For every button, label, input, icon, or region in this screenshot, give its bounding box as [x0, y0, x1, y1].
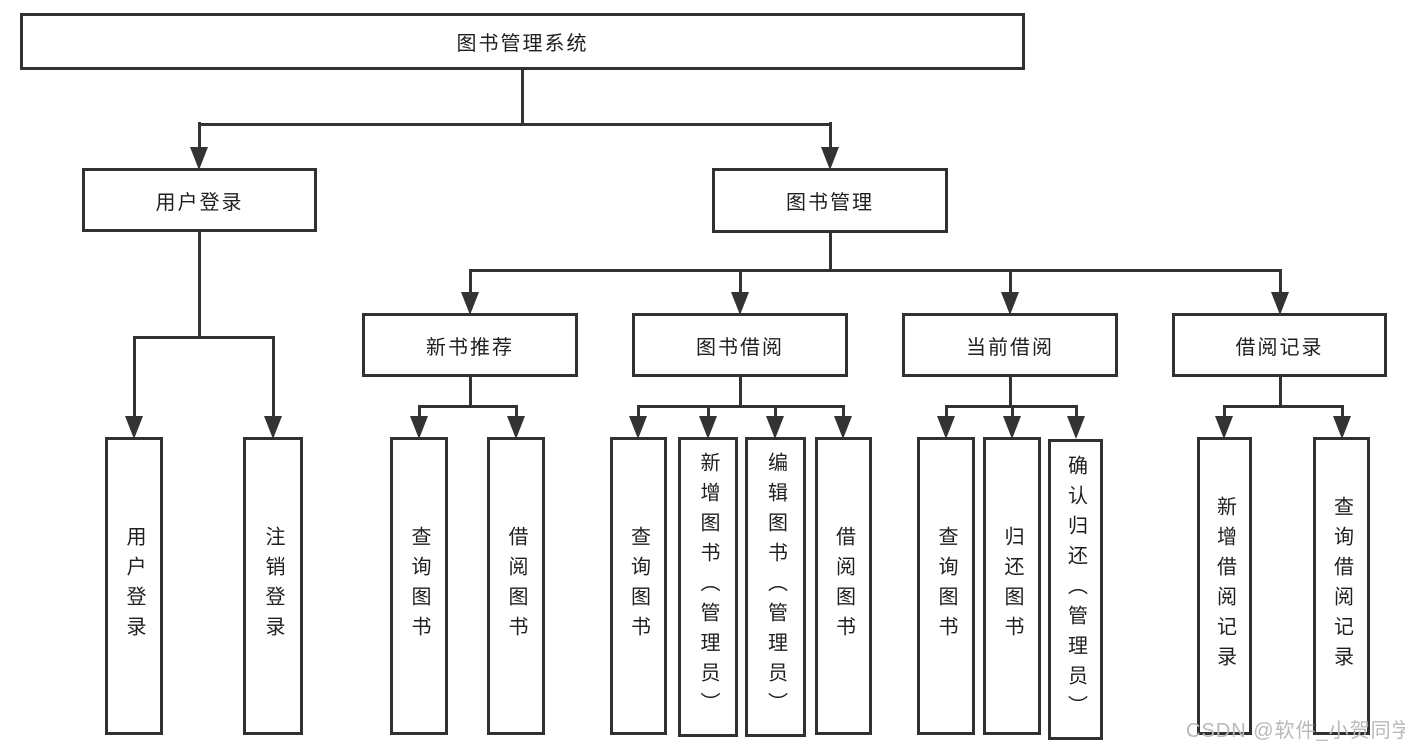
- connector-line: [738, 269, 742, 294]
- arrowhead-down-icon: [190, 147, 208, 170]
- arrowhead-down-icon: [1067, 416, 1085, 439]
- connector-line: [1010, 405, 1014, 417]
- arrowhead-down-icon: [1001, 292, 1019, 315]
- connector-line: [773, 405, 777, 417]
- connector-line: [828, 122, 832, 149]
- connector-line: [520, 70, 524, 124]
- connector-line: [1008, 377, 1012, 407]
- arrowhead-down-icon: [834, 416, 852, 439]
- connector-line: [946, 404, 1076, 408]
- connector-line: [468, 377, 472, 407]
- arrowhead-down-icon: [507, 416, 525, 439]
- connector-line: [417, 405, 421, 417]
- arrowhead-down-icon: [125, 416, 143, 439]
- arrowhead-down-icon: [731, 292, 749, 315]
- connector-line: [841, 405, 845, 417]
- leaf-logout: 注销登录: [243, 437, 303, 735]
- arrowhead-down-icon: [1271, 292, 1289, 315]
- node-new-book-recommend: 新书推荐: [362, 313, 578, 377]
- connector-line: [1074, 405, 1078, 417]
- arrowhead-down-icon: [410, 416, 428, 439]
- node-user-login: 用户登录: [82, 168, 317, 232]
- arrowhead-down-icon: [766, 416, 784, 439]
- connector-line: [132, 336, 136, 417]
- arrowhead-down-icon: [629, 416, 647, 439]
- node-borrowing-records: 借阅记录: [1172, 313, 1387, 377]
- connector-line: [1008, 269, 1012, 294]
- leaf-query-books-recommend: 查询图书: [390, 437, 448, 735]
- connector-line: [944, 405, 948, 417]
- node-book-borrowing: 图书借阅: [632, 313, 848, 377]
- connector-line: [636, 405, 640, 417]
- leaf-borrow-books-borrowing: 借阅图书: [815, 437, 872, 735]
- leaf-query-books-current: 查询图书: [917, 437, 975, 735]
- connector-line: [1278, 269, 1282, 294]
- connector-line: [199, 122, 830, 126]
- leaf-borrow-books-recommend: 借阅图书: [487, 437, 545, 735]
- arrowhead-down-icon: [264, 416, 282, 439]
- arrowhead-down-icon: [699, 416, 717, 439]
- connector-line: [197, 122, 201, 149]
- watermark: CSDN @软件_小贺同学: [1186, 720, 1405, 742]
- arrowhead-down-icon: [1003, 416, 1021, 439]
- arrowhead-down-icon: [821, 147, 839, 170]
- leaf-add-borrow-record: 新增借阅记录: [1197, 437, 1252, 735]
- connector-line: [706, 405, 710, 417]
- leaf-edit-book-admin: 编辑图书（管理员）: [745, 437, 806, 737]
- leaf-return-books: 归还图书: [983, 437, 1041, 735]
- connector-line: [1340, 405, 1344, 417]
- node-library-management-system: 图书管理系统: [20, 13, 1025, 70]
- leaf-query-borrow-record: 查询借阅记录: [1313, 437, 1370, 735]
- leaf-add-book-admin: 新增图书（管理员）: [678, 437, 738, 737]
- node-book-management: 图书管理: [712, 168, 948, 233]
- arrowhead-down-icon: [1215, 416, 1233, 439]
- leaf-confirm-return-admin: 确认归还（管理员）: [1048, 439, 1103, 740]
- arrowhead-down-icon: [461, 292, 479, 315]
- connector-line: [419, 404, 516, 408]
- node-current-borrowing: 当前借阅: [902, 313, 1118, 377]
- connector-line: [738, 377, 742, 407]
- arrowhead-down-icon: [1333, 416, 1351, 439]
- connector-line: [1222, 405, 1226, 417]
- connector-line: [828, 232, 832, 271]
- connector-line: [134, 335, 273, 339]
- leaf-user-login: 用户登录: [105, 437, 163, 735]
- connector-line: [197, 232, 201, 338]
- leaf-query-books-borrowing: 查询图书: [610, 437, 667, 735]
- connector-line: [514, 405, 518, 417]
- arrowhead-down-icon: [937, 416, 955, 439]
- connector-line: [470, 268, 1280, 272]
- connector-line: [468, 269, 472, 294]
- connector-line: [271, 336, 275, 417]
- connector-line: [1278, 377, 1282, 407]
- connector-line: [638, 404, 843, 408]
- connector-line: [1224, 404, 1342, 408]
